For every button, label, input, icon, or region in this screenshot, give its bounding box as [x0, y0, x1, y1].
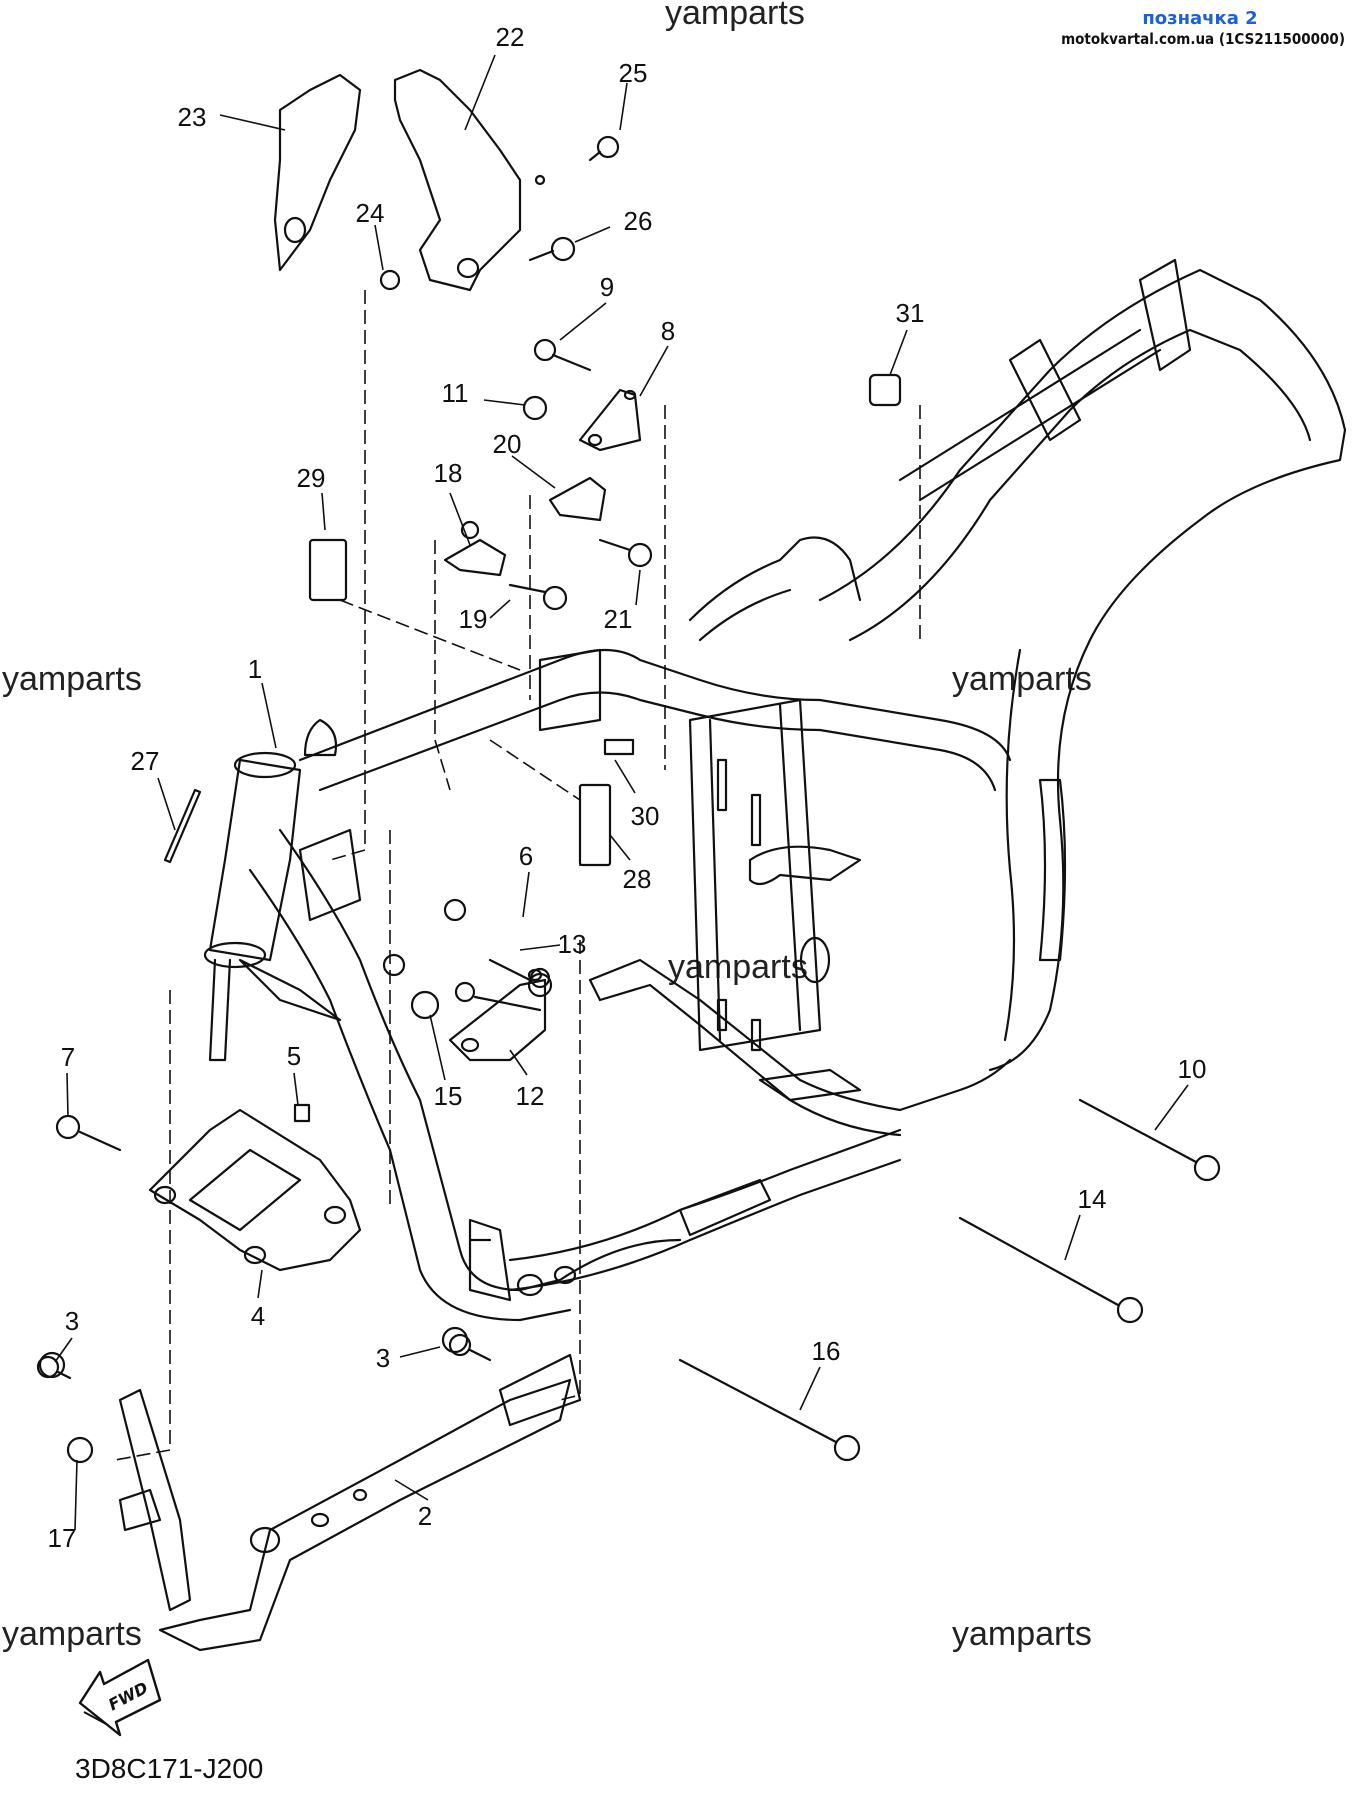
watermark-top: yamparts	[665, 0, 805, 32]
watermark-bottom-left: yamparts	[2, 1615, 142, 1653]
callout-numbers: 1 2 3 3 4 5 6 7 8 9 10 11 12 13 14 15 16…	[48, 22, 1207, 1553]
down-tube	[278, 828, 682, 1292]
leader-lines	[54, 54, 1189, 1531]
bracket-8	[578, 388, 642, 452]
callout-20: 20	[493, 429, 522, 459]
callout-5: 5	[287, 1041, 301, 1071]
watermark-center: yamparts	[668, 948, 808, 986]
callout-19: 19	[459, 604, 488, 634]
callout-2: 2	[418, 1501, 432, 1531]
callout-21: 21	[604, 604, 633, 634]
callout-6: 6	[519, 841, 533, 871]
watermark-right-mid: yamparts	[952, 660, 1092, 698]
callout-26: 26	[624, 206, 653, 236]
watermark-bottom-right: yamparts	[952, 1615, 1092, 1653]
callout-7: 7	[61, 1042, 75, 1072]
callout-24: 24	[356, 198, 385, 228]
callout-25: 25	[619, 58, 648, 88]
assembly-lines	[114, 290, 921, 1461]
nut-15	[410, 990, 440, 1020]
callout-14: 14	[1078, 1184, 1107, 1214]
callout-15: 15	[434, 1081, 463, 1111]
part-2-cross-tube	[158, 1378, 572, 1652]
callout-28: 28	[623, 864, 652, 894]
top-backbone-tube	[298, 648, 1012, 762]
center-panel	[688, 698, 822, 1052]
bolts	[36, 135, 1221, 1462]
plate-28	[578, 783, 612, 867]
callout-4: 4	[251, 1301, 265, 1331]
callout-22: 22	[496, 22, 525, 52]
fwd-arrow: FWD	[78, 1658, 162, 1737]
lower-frame-rail	[508, 1128, 902, 1262]
callout-31: 31	[896, 298, 925, 328]
pad-30	[603, 738, 635, 756]
callout-16: 16	[812, 1336, 841, 1366]
side-cover-23	[273, 73, 362, 272]
plate-29	[308, 538, 348, 602]
callout-11: 11	[442, 378, 469, 408]
steering-head	[208, 758, 302, 962]
engine-mount-4	[148, 1108, 362, 1272]
callout-27: 27	[131, 746, 160, 776]
callout-13: 13	[558, 929, 587, 959]
bracket-20	[548, 476, 607, 522]
callout-8: 8	[661, 316, 675, 346]
watermark-left-mid: yamparts	[2, 660, 142, 698]
nut-17	[66, 1436, 94, 1464]
lower-cross-member	[588, 958, 1012, 1112]
note-label: позначка 2	[1142, 8, 1257, 29]
callout-3a: 3	[65, 1306, 79, 1336]
callout-29: 29	[297, 463, 326, 493]
washer-6	[443, 898, 467, 922]
callout-23: 23	[178, 102, 207, 132]
frame-line-art	[36, 68, 1347, 1652]
nut-24	[379, 269, 401, 291]
source-label: motokvartal.com.ua (1CS211500000)	[1061, 30, 1345, 48]
bracket-18	[443, 538, 507, 577]
bracket-12	[448, 978, 547, 1062]
callout-1: 1	[248, 654, 262, 684]
strip-27	[163, 788, 202, 864]
clip-5	[293, 1103, 311, 1123]
callout-3b: 3	[376, 1343, 390, 1373]
diagram-code: 3D8C171-J200	[75, 1753, 263, 1784]
callout-9: 9	[600, 272, 614, 302]
callout-12: 12	[516, 1081, 545, 1111]
washer-3b	[441, 1326, 469, 1354]
callout-17: 17	[48, 1523, 77, 1553]
collar-31	[868, 373, 902, 407]
nut-11	[522, 395, 548, 421]
side-cover-22	[393, 68, 522, 292]
callout-18: 18	[434, 458, 463, 488]
callout-10: 10	[1178, 1054, 1207, 1084]
callout-30: 30	[631, 801, 660, 831]
